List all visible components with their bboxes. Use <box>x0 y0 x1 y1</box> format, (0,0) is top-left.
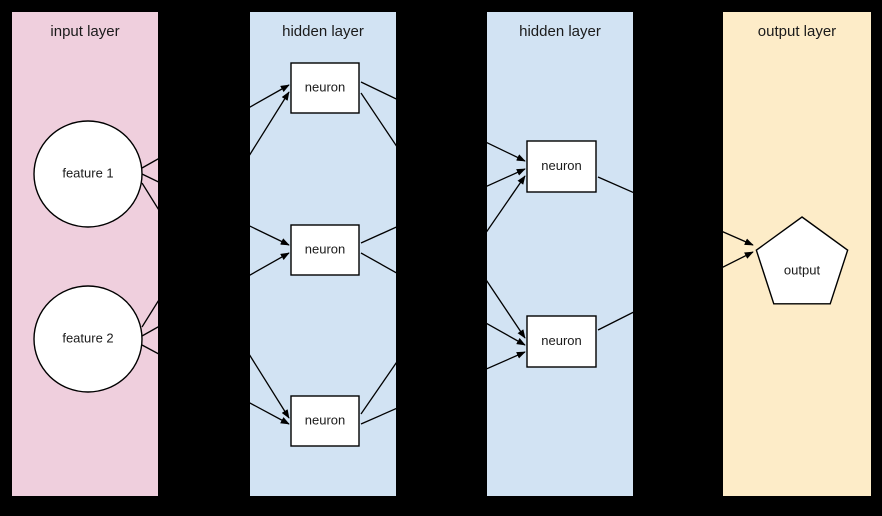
layer-title-output: output layer <box>758 23 836 40</box>
edge-feature2-to-h1n2 <box>141 252 290 337</box>
node-label-h2n1: neuron <box>541 158 581 173</box>
layer-titles: input layer hidden layer hidden layer outpu… <box>50 23 836 40</box>
network-nodes: feature 1 feature 2 neuron neuron neuron neur… <box>33 62 849 447</box>
node-feature2[interactable] <box>33 285 143 393</box>
layer-background-input <box>12 12 158 496</box>
node-h2n1[interactable] <box>526 140 597 193</box>
node-label-feature2: feature 2 <box>62 330 113 345</box>
connection-edges <box>141 81 754 425</box>
node-label-feature1: feature 1 <box>62 165 113 180</box>
layer-title-hidden2: hidden layer <box>519 23 601 40</box>
edge-feature2-to-h1n3 <box>141 344 290 425</box>
edge-h2n2-to-out <box>597 251 754 331</box>
edge-h1n3-to-h2n2 <box>360 351 526 425</box>
node-out[interactable] <box>755 216 849 305</box>
node-label-h1n1: neuron <box>305 79 345 94</box>
edge-feature2-to-h1n1 <box>141 91 290 328</box>
edge-feature1-to-h1n1 <box>141 84 290 169</box>
node-label-h1n3: neuron <box>305 412 345 427</box>
edge-h1n1-to-h2n2 <box>360 92 526 339</box>
edge-h2n1-to-out <box>597 176 754 246</box>
node-feature1[interactable] <box>33 120 143 228</box>
layer-title-input: input layer <box>50 23 119 40</box>
layer-background-hidden2 <box>487 12 633 496</box>
node-label-out: output <box>784 262 821 277</box>
edge-h1n3-to-h2n1 <box>360 175 526 415</box>
node-h1n1[interactable] <box>290 62 360 114</box>
node-h2n2[interactable] <box>526 315 597 368</box>
node-h1n2[interactable] <box>290 224 360 276</box>
layer-title-hidden1: hidden layer <box>282 23 364 40</box>
edge-h1n1-to-h2n1 <box>360 81 526 162</box>
edge-h1n2-to-h2n1 <box>360 168 526 244</box>
node-label-h1n2: neuron <box>305 241 345 256</box>
edge-feature1-to-h1n3 <box>141 182 290 419</box>
edge-h1n2-to-h2n2 <box>360 252 526 346</box>
node-label-h2n2: neuron <box>541 333 581 348</box>
layer-backgrounds <box>12 12 871 496</box>
node-h1n3[interactable] <box>290 395 360 447</box>
